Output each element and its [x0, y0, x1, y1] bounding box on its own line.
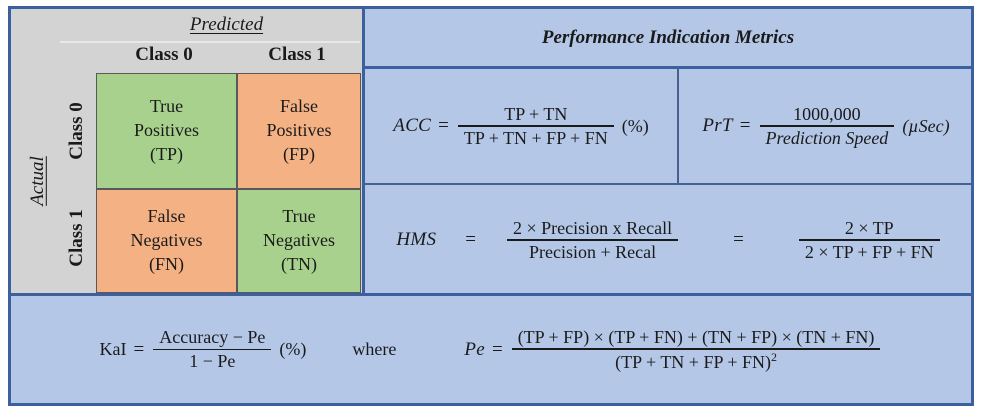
- cell-tp-line2: Positives: [133, 120, 199, 141]
- hms-equals-2: =: [733, 229, 744, 250]
- predicted-class-0-header: Class 0: [135, 44, 193, 65]
- kappa-name: KaI: [99, 339, 127, 359]
- formula-accuracy: ACC = TP + TN TP + TN + FP + FN (%): [367, 69, 675, 183]
- hms-name: HMS: [396, 229, 437, 250]
- prt-unit: (µSec): [902, 115, 950, 136]
- cell-fn-line2: Negatives: [130, 230, 203, 251]
- hms-numerator-2: 2 × TP: [844, 217, 894, 238]
- hms-denominator-1: Precision + Recal: [528, 241, 657, 262]
- pe-denominator-exponent: 2: [770, 349, 777, 364]
- hms-fraction-2: 2 × TP 2 × TP + FP + FN: [797, 218, 942, 263]
- pe-name: Pe: [464, 338, 485, 360]
- cell-fn-line1: False: [147, 206, 186, 227]
- acc-fraction: TP + TN TP + TN + FP + FN: [456, 104, 616, 149]
- acc-prt-divider: [677, 69, 679, 183]
- actual-class-0-header: Class 0: [59, 74, 95, 188]
- header-divider-rule: [60, 41, 360, 43]
- actual-axis-label: Actual: [17, 74, 59, 288]
- prt-fraction: 1000,000 Prediction Speed: [758, 104, 897, 149]
- hms-numerator-1: 2 × Precision x Recall: [512, 217, 673, 238]
- metrics-title: Performance Indication Metrics: [362, 9, 971, 66]
- predicted-class-1-header: Class 1: [268, 44, 326, 65]
- metrics-table: Predicted Class 0 Class 1 Actual Class 0…: [8, 6, 974, 406]
- kappa-unit: (%): [279, 339, 307, 359]
- hms-fraction-1: 2 × Precision x Recall Precision + Recal: [505, 218, 680, 263]
- cell-tp-line1: True: [149, 96, 184, 117]
- prt-equals: =: [739, 115, 751, 136]
- hms-denominator-2: 2 × TP + FP + FN: [804, 241, 934, 262]
- acc-numerator: TP + TN: [504, 103, 568, 124]
- prt-denominator: Prediction Speed: [765, 127, 889, 148]
- hms-fraction-bar-2: [798, 239, 940, 241]
- bottom-row-divider: [11, 293, 971, 296]
- metrics-row-divider: [362, 183, 971, 185]
- formula-prediction-time: PrT = 1000,000 Prediction Speed (µSec): [681, 69, 971, 183]
- predicted-header: Predicted: [189, 14, 264, 35]
- cell-fp-line1: False: [280, 96, 318, 117]
- pe-denominator: (TP + TN + FP + FN): [615, 351, 771, 372]
- acc-fraction-bar: [457, 125, 614, 127]
- acc-name: ACC: [393, 115, 432, 136]
- prt-fraction-bar: [759, 125, 895, 127]
- hms-fraction-bar-1: [506, 239, 679, 241]
- formula-kappa-index: KaI = Accuracy − Pe 1 − Pe (%) where Pe …: [11, 296, 971, 403]
- pe-numerator: (TP + FP) × (TP + FN) + (TN + FP) × (TN …: [517, 326, 875, 347]
- acc-equals: =: [438, 115, 449, 136]
- kappa-equals: =: [133, 338, 145, 360]
- hms-equals-1: =: [465, 229, 476, 250]
- kappa-fraction-bar: [153, 348, 272, 351]
- cell-fn-abbr: (FN): [149, 253, 184, 274]
- cell-true-positives: True Positives (TP): [96, 73, 237, 189]
- actual-class-1-header: Class 1: [59, 188, 95, 288]
- cell-tn-line2: Negatives: [263, 230, 335, 251]
- kappa-fraction: Accuracy − Pe 1 − Pe: [151, 327, 273, 372]
- acc-unit: (%): [621, 115, 649, 136]
- pe-denominator-wrap: (TP + TN + FP + FN)2: [609, 350, 783, 373]
- cell-tp-abbr: (TP): [150, 143, 183, 164]
- pe-equals: =: [491, 338, 503, 360]
- kappa-numerator: Accuracy − Pe: [159, 327, 266, 348]
- formula-harmonic-mean-score: HMS = 2 × Precision x Recall Precision +…: [367, 187, 971, 293]
- prt-name: PrT: [702, 115, 733, 136]
- pe-fraction-bar: [511, 348, 881, 350]
- cell-false-positives: False Positives (FP): [237, 73, 361, 189]
- actual-class-0-text: Class 0: [66, 102, 88, 160]
- kappa-where-label: where: [352, 339, 397, 359]
- cell-true-negatives: True Negatives (TN): [237, 189, 361, 293]
- cell-fp-abbr: (FP): [282, 143, 315, 164]
- kappa-denominator: 1 − Pe: [189, 351, 236, 372]
- confusion-matrix-block: Predicted Class 0 Class 1 Actual Class 0…: [11, 9, 362, 293]
- actual-class-1-text: Class 1: [66, 209, 88, 267]
- metrics-title-divider: [362, 66, 971, 69]
- pe-fraction: (TP + FP) × (TP + FN) + (TN + FP) × (TN …: [510, 327, 883, 373]
- acc-denominator: TP + TN + FP + FN: [463, 127, 608, 148]
- prt-numerator: 1000,000: [793, 103, 861, 124]
- cell-fp-line2: Positives: [266, 120, 332, 141]
- vertical-divider-main: [362, 66, 365, 293]
- cell-tn-abbr: (TN): [281, 253, 317, 274]
- cell-tn-line1: True: [282, 206, 316, 227]
- cell-false-negatives: False Negatives (FN): [96, 189, 237, 293]
- actual-axis-label-text: Actual: [27, 156, 49, 206]
